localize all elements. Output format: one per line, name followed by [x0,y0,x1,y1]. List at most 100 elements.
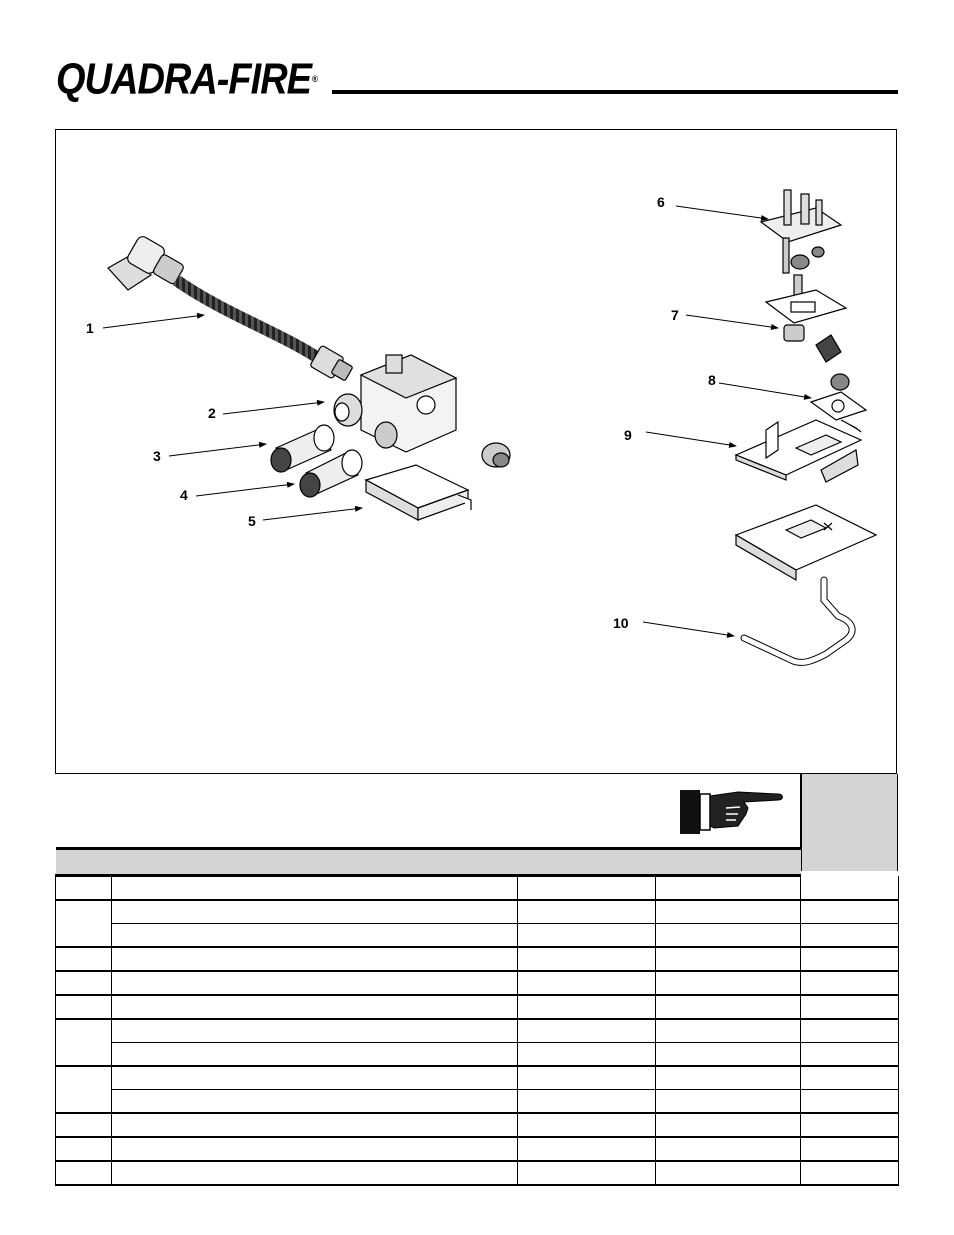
table-cell [655,1136,801,1162]
col-header-item [55,847,112,877]
item-cell [55,1065,112,1114]
orifice-bracket [809,373,868,433]
table-cell [655,923,801,948]
table-row [55,1136,899,1162]
table-cell [655,1042,801,1067]
table-cell [800,1065,899,1090]
brand-name: QUADRA-FIRE [56,55,312,104]
table-cell [517,1136,656,1162]
callout-5: 5 [248,513,256,529]
table-cell [111,875,518,901]
item-cell [55,875,112,901]
table-row [55,994,899,1020]
item-cell [55,1136,112,1162]
item-cell [55,1160,112,1186]
callout-8: 8 [708,372,716,388]
page-header: QUADRA-FIRE® [56,52,898,104]
col-header-description [111,847,518,877]
table-cell [655,1018,801,1043]
burner-tube [740,576,856,666]
table-cell [517,1042,656,1067]
callout-4: 4 [180,487,188,503]
table-cell [517,1112,656,1138]
table-row [55,946,899,972]
table-row [55,970,899,996]
table-row [55,1160,899,1186]
item-cell [55,1018,112,1067]
table-cell [800,970,899,996]
item-cell [55,899,112,948]
pilot-gasket-and-fitting [764,289,848,363]
parts-table-header [55,847,899,877]
item-cell [55,970,112,996]
table-cell [517,1089,656,1114]
table-cell [655,899,801,924]
parts-table [55,847,899,1186]
regulator-cartridges [270,424,363,498]
callout-7: 7 [671,307,679,323]
table-cell [111,1042,518,1067]
table-row [56,1089,899,1114]
table-cell [111,994,518,1020]
table-cell [517,970,656,996]
table-cell [517,1160,656,1186]
table-cell [111,1089,518,1114]
exploded-view-drawing: 1 2 3 4 5 6 7 8 9 10 [86,189,878,666]
table-cell [800,1042,899,1067]
table-row [55,875,899,901]
table-row [55,1065,899,1114]
col-header-col4 [655,847,801,877]
table-cell [800,1018,899,1043]
table-row [55,899,899,948]
col-header-col5 [801,849,899,876]
pointing-hand-icon [680,790,783,834]
parts-table-body [55,875,899,1186]
table-cell [800,1089,899,1114]
callout-1: 1 [86,320,94,336]
registered-mark: ® [311,73,318,85]
callout-leaders [102,205,812,638]
parts-diagram: 1 2 3 4 5 6 7 8 9 10 [55,129,897,774]
table-cell [800,946,899,972]
table-cell [111,1018,518,1043]
table-cell [517,1065,656,1090]
table-cell [655,1112,801,1138]
table-cell [111,1112,518,1138]
table-cell [800,994,899,1020]
table-cell [517,946,656,972]
pilot-mounting-plate [734,419,863,483]
parts-list-section [55,774,899,1186]
table-cell [800,875,899,901]
table-row [56,923,899,948]
table-cell [800,1112,899,1138]
gas-control-valve [333,354,511,468]
table-cell [517,875,656,901]
item-cell [55,946,112,972]
side-header-block [800,774,898,871]
table-cell [111,923,518,948]
callout-3: 3 [153,448,161,464]
table-cell [517,923,656,948]
table-cell [655,970,801,996]
table-cell [655,875,801,901]
valve-mounting-bracket [364,464,472,522]
table-cell [655,1065,801,1090]
table-cell [800,899,899,924]
table-cell [111,1065,518,1090]
table-cell [655,1089,801,1114]
table-row [55,1018,899,1067]
callout-9: 9 [624,427,632,443]
table-cell [800,1136,899,1162]
table-cell [111,970,518,996]
table-cell [517,994,656,1020]
table-cell [655,994,801,1020]
table-cell [800,1160,899,1186]
table-row [55,1112,899,1138]
pilot-assembly [759,189,843,306]
table-cell [517,1018,656,1043]
item-cell [55,994,112,1020]
col-header-col3 [517,847,656,877]
callout-10: 10 [613,615,629,631]
brand-logo: QUADRA-FIRE® [56,52,318,107]
callout-2: 2 [208,405,216,421]
